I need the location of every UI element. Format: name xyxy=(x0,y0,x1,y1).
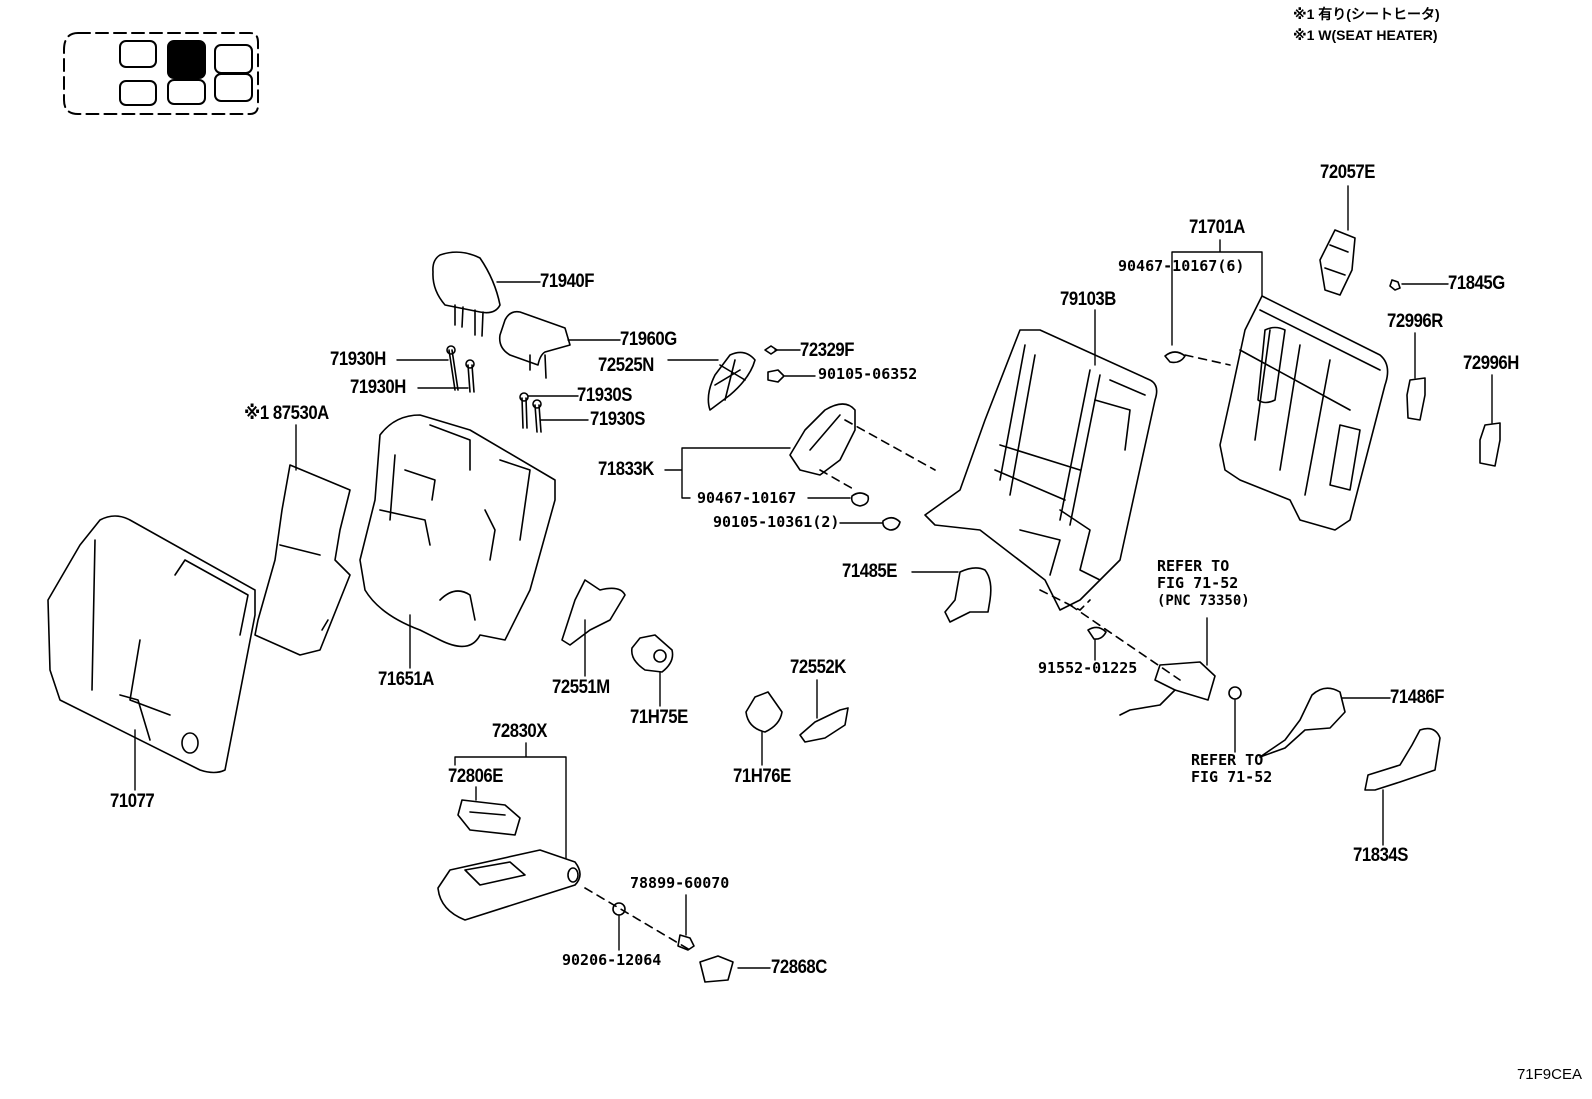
part-label-72830X[interactable]: 72830X xyxy=(492,721,548,742)
part-label-72996H[interactable]: 72996H xyxy=(1463,353,1519,374)
part-label-90105-06352[interactable]: 90105-06352 xyxy=(818,365,918,383)
hinge-bracket-drawing xyxy=(1119,661,1216,716)
part-label-71833K[interactable]: 71833K xyxy=(598,459,654,480)
bolt-78899-60070-drawing xyxy=(677,934,695,951)
part-label-72329F[interactable]: 72329F xyxy=(800,340,855,361)
part-label-71930H-a[interactable]: 71930H xyxy=(330,349,386,370)
part-label-72806E[interactable]: 72806E xyxy=(448,766,504,787)
washer-90206-12064-drawing xyxy=(612,902,626,916)
cup-holder-72806E-drawing xyxy=(457,799,521,836)
part-label-71960G[interactable]: 71960G xyxy=(620,329,677,350)
knob-72525N-drawing xyxy=(707,351,756,411)
seat-heater-note-jp: ※1 有り(シートヒータ) xyxy=(1293,6,1440,22)
seat-heater-87530A-drawing xyxy=(254,464,351,656)
part-label-71651A[interactable]: 71651A xyxy=(378,669,434,690)
part-label-71930H-b[interactable]: 71930H xyxy=(350,377,406,398)
reference-line1: REFER TO xyxy=(1157,557,1230,575)
reference-fig-71-52-pnc-73350[interactable]: REFER TO FIG 71-52 (PNC 73350) xyxy=(1157,557,1250,609)
part-label-71486F[interactable]: 71486F xyxy=(1390,687,1445,708)
cover-72552K-drawing xyxy=(799,707,849,743)
part-label-71930S-a[interactable]: 71930S xyxy=(577,385,633,406)
cap-71H76E-drawing xyxy=(745,691,783,733)
armrest-72830X-drawing xyxy=(437,849,691,951)
clip-71845G-drawing xyxy=(1389,279,1401,291)
cover-71485E-drawing xyxy=(944,567,992,623)
cover-72057E-drawing xyxy=(1319,229,1356,296)
seatback-pad-71651A-drawing xyxy=(359,414,556,648)
cover-72551M-drawing xyxy=(561,579,626,646)
part-label-72552K[interactable]: 72552K xyxy=(790,657,846,678)
locator-seat-r2-right xyxy=(119,40,157,68)
seat-heater-note-en: ※1 W(SEAT HEATER) xyxy=(1293,27,1438,43)
part-label-91552-01225[interactable]: 91552-01225 xyxy=(1038,659,1138,677)
guides-71930S-drawing xyxy=(519,392,542,433)
reference-line2: FIG 71-52 xyxy=(1157,574,1239,593)
locator-seat-r2-center xyxy=(167,79,206,105)
part-label-72057E[interactable]: 72057E xyxy=(1320,162,1376,183)
part-label-90206-12064[interactable]: 90206-12064 xyxy=(562,951,662,969)
leader-lines xyxy=(134,185,1493,969)
seatback-frame-79103B-drawing xyxy=(924,329,1181,681)
clip-90467-10167-drawing xyxy=(850,492,870,507)
part-label-79103B[interactable]: 79103B xyxy=(1060,289,1116,310)
part-label-71485E[interactable]: 71485E xyxy=(842,561,898,582)
part-label-72868C[interactable]: 72868C xyxy=(771,957,827,978)
cover-72996R-drawing xyxy=(1406,377,1426,421)
part-label-71701A[interactable]: 71701A xyxy=(1189,217,1245,238)
cover-71486F-drawing xyxy=(1259,687,1346,758)
part-label-71845G[interactable]: 71845G xyxy=(1448,273,1505,294)
reference-line3: (PNC 73350) xyxy=(1157,592,1250,609)
cap-71H75E-drawing xyxy=(630,634,674,673)
part-label-71H76E[interactable]: 71H76E xyxy=(733,766,791,787)
part-label-72525N[interactable]: 72525N xyxy=(598,355,654,376)
locator-seat-r1-bottom xyxy=(214,73,253,102)
part-label-87530A[interactable]: ※1 87530A xyxy=(244,403,329,424)
locator-seat-r3-right xyxy=(119,80,157,106)
locator-seat-r1-top xyxy=(214,44,253,74)
figure-id: 71F9CEA xyxy=(1516,1066,1582,1083)
bolt-90105-10361-drawing xyxy=(882,516,901,531)
clip-90467-10167-6-drawing xyxy=(1164,351,1186,364)
cap-72868C-drawing xyxy=(699,955,734,983)
part-label-72996R[interactable]: 72996R xyxy=(1387,311,1443,332)
part-label-72551M[interactable]: 72551M xyxy=(552,677,610,698)
reference-line2: FIG 71-52 xyxy=(1191,768,1273,787)
part-label-71930S-b[interactable]: 71930S xyxy=(590,409,646,430)
headrest-71960G-drawing xyxy=(498,310,571,379)
part-label-71H75E[interactable]: 71H75E xyxy=(630,707,688,728)
cover-71834S-drawing xyxy=(1364,727,1441,791)
part-label-90467-10167[interactable]: 90467-10167 xyxy=(697,489,797,507)
back-board-71701A-drawing xyxy=(1184,295,1389,531)
headrest-71940F-drawing xyxy=(432,251,501,337)
reference-line1: REFER TO xyxy=(1191,751,1264,769)
part-label-78899-60070[interactable]: 78899-60070 xyxy=(630,874,730,892)
locator-seat-r2-left-highlighted xyxy=(167,40,206,79)
cover-71833K-drawing xyxy=(789,403,936,491)
cover-72996H-drawing xyxy=(1479,422,1501,467)
bolt-ref-drawing xyxy=(1228,686,1242,700)
guides-71930H-drawing xyxy=(446,345,475,393)
seatback-cover-71077-drawing xyxy=(47,515,256,774)
seat-locator xyxy=(63,32,259,115)
part-label-90105-10361[interactable]: 90105-10361(2) xyxy=(713,513,840,531)
part-label-71077[interactable]: 71077 xyxy=(110,791,155,812)
reference-fig-71-52[interactable]: REFER TO FIG 71-52 xyxy=(1191,751,1273,787)
screw-90105-06352-drawing xyxy=(767,369,785,383)
part-label-71834S[interactable]: 71834S xyxy=(1353,845,1409,866)
part-label-71940F[interactable]: 71940F xyxy=(540,271,595,292)
bolt-91552-01225-drawing xyxy=(1087,626,1107,640)
part-label-90467-10167-6[interactable]: 90467-10167(6) xyxy=(1118,257,1245,275)
